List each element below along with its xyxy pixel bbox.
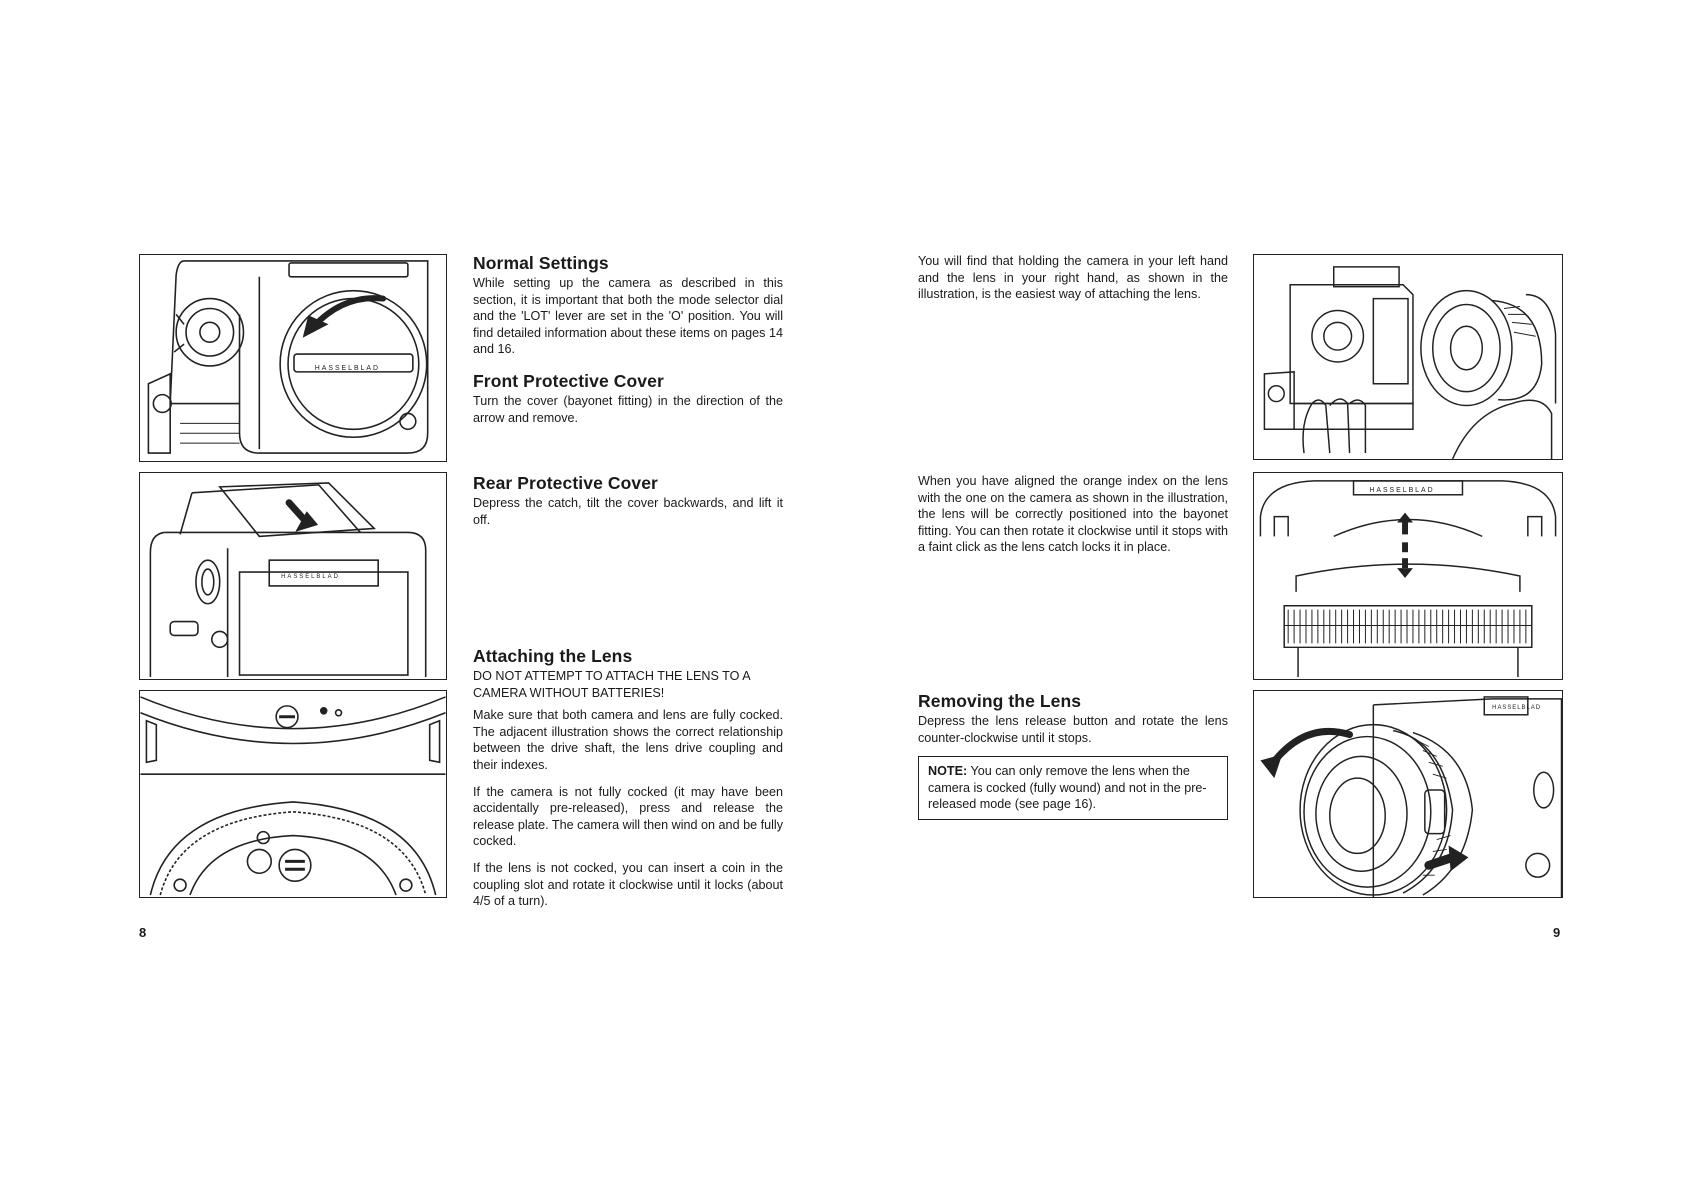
text-aligning: When you have aligned the orange index o… <box>918 474 1228 555</box>
text-rear-cover: Depress the catch, tilt the cover backwa… <box>473 496 783 527</box>
section-removing-lens: Removing the Lens Depress the lens relea… <box>918 691 1228 756</box>
removing-lens-illustration: HASSELBLAD <box>1260 696 1562 897</box>
section-aligning: When you have aligned the orange index o… <box>918 473 1228 566</box>
text-attaching-p3: If the lens is not cocked, you can inser… <box>473 860 783 909</box>
text-attaching-warning: DO NOT ATTEMPT TO ATTACH THE LENS TO A C… <box>473 669 750 700</box>
brand-logo-rear: HASSELBLAD <box>281 574 340 580</box>
align-index-illustration: HASSELBLAD <box>1259 480 1557 678</box>
heading-rear-cover: Rear Protective Cover <box>473 473 658 493</box>
text-attaching-p2: If the camera is not fully cocked (it ma… <box>473 784 783 849</box>
text-removing-lens: Depress the lens release button and rota… <box>918 714 1228 745</box>
drive-coupling-illustration <box>140 696 446 896</box>
note-label: NOTE: <box>928 764 968 778</box>
heading-front-cover: Front Protective Cover <box>473 371 664 391</box>
figure-drive-coupling <box>139 690 447 898</box>
heading-removing-lens: Removing the Lens <box>918 691 1082 711</box>
section-rear-cover: Rear Protective Cover Depress the catch,… <box>473 473 783 538</box>
camera-rear-illustration: HASSELBLAD <box>149 482 427 678</box>
text-normal-settings: While setting up the camera as described… <box>473 276 783 357</box>
section-normal-settings: Normal Settings While setting up the cam… <box>473 253 783 368</box>
holding-illustration <box>1263 266 1557 459</box>
text-holding: You will find that holding the camera in… <box>918 254 1228 302</box>
section-attaching-lens: Attaching the Lens DO NOT ATTEMPT TO ATT… <box>473 646 783 920</box>
brand-logo-remove: HASSELBLAD <box>1492 705 1541 711</box>
figure-align-index: HASSELBLAD <box>1253 472 1563 680</box>
camera-front-illustration: HASSELBLAD <box>147 260 429 454</box>
heading-attaching-lens: Attaching the Lens <box>473 646 633 666</box>
page-number-right: 9 <box>1553 925 1561 940</box>
brand-logo-cover: HASSELBLAD <box>315 365 380 372</box>
text-attaching-p1: Make sure that both camera and lens are … <box>473 708 783 772</box>
page-number-left: 8 <box>139 925 147 940</box>
text-front-cover: Turn the cover (bayonet fitting) in the … <box>473 394 783 425</box>
figure-front-cover: HASSELBLAD <box>139 254 447 462</box>
figure-holding-camera <box>1253 254 1563 460</box>
figure-removing-lens: HASSELBLAD <box>1253 690 1563 898</box>
section-holding: You will find that holding the camera in… <box>918 253 1228 313</box>
note-text: You can only remove the lens when the ca… <box>928 764 1207 812</box>
heading-normal-settings: Normal Settings <box>473 253 609 273</box>
section-front-cover: Front Protective Cover Turn the cover (b… <box>473 371 783 436</box>
figure-rear-cover: HASSELBLAD <box>139 472 447 680</box>
brand-logo-align: HASSELBLAD <box>1369 487 1434 494</box>
note-box: NOTE: You can only remove the lens when … <box>918 756 1228 820</box>
